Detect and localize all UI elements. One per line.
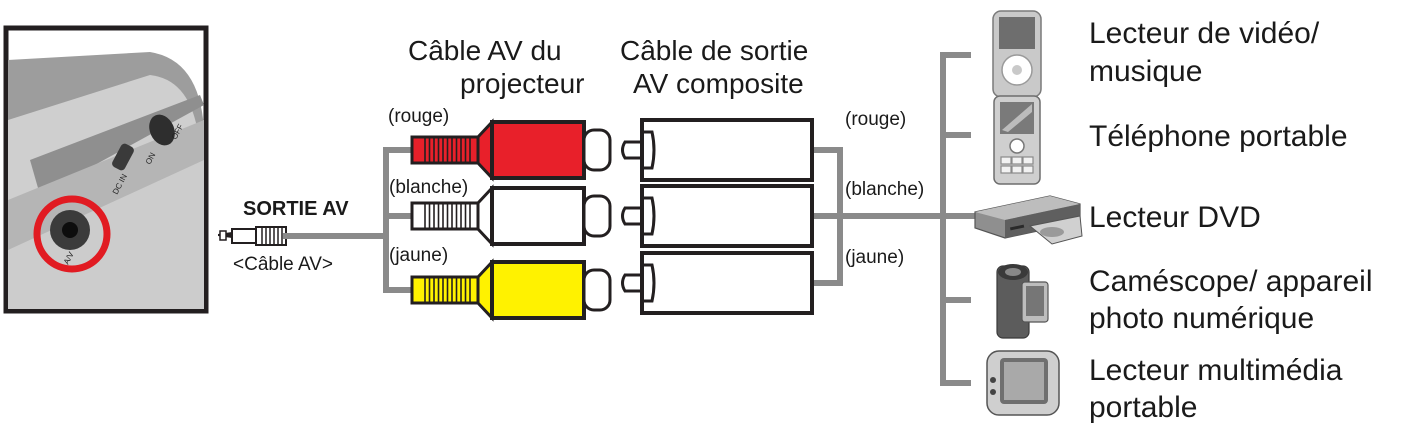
composite-cable-plug-rouge xyxy=(621,118,814,182)
left-plug-label-jaune: (jaune) xyxy=(389,245,449,266)
media-player-icon xyxy=(992,10,1042,98)
right-plug-label-jaune: (jaune) xyxy=(845,247,905,268)
projector-cable-plug-jaune xyxy=(410,258,612,322)
device-label-media-player-line1: Lecteur de vidéo/ xyxy=(1089,17,1320,50)
device-label-dvd-player: Lecteur DVD xyxy=(1089,201,1261,234)
av-cable-label: <Câble AV> xyxy=(233,254,334,275)
right-plug-label-rouge: (rouge) xyxy=(845,109,907,130)
left-plug-label-blanche: (blanche) xyxy=(389,177,469,198)
device-label-camcorder-line2: photo numérique xyxy=(1089,302,1315,335)
device-label-camcorder-line1: Caméscope/ appareil xyxy=(1089,265,1373,298)
composite-cable-title-line1: Câble de sortie xyxy=(620,35,809,66)
device-label-media-player-line2: musique xyxy=(1089,55,1203,88)
projector-cable-title-line2: projecteur xyxy=(460,68,585,99)
camcorder-icon xyxy=(996,264,1049,339)
projector-cable-plug-blanche xyxy=(410,184,612,248)
composite-cable-title-line2: AV composite xyxy=(633,68,804,99)
dvd-player-icon xyxy=(974,195,1083,245)
composite-cable-plug-blanche xyxy=(621,184,814,248)
av-port-highlight-circle xyxy=(33,195,111,273)
sortie-av-label: SORTIE AV xyxy=(243,198,349,220)
projector-cable-plug-rouge xyxy=(410,118,612,182)
projector-panel: DC IN ON OFF A/V xyxy=(3,25,209,314)
projector-cable-title-line1: Câble AV du xyxy=(408,35,562,66)
device-label-multimedia-player-line2: portable xyxy=(1089,391,1198,424)
mobile-phone-icon xyxy=(993,95,1041,185)
composite-cable-plug-jaune xyxy=(621,251,814,315)
device-label-multimedia-player-line1: Lecteur multimédia xyxy=(1089,354,1343,387)
power-switch xyxy=(149,114,175,146)
portable-multimedia-player-icon xyxy=(986,350,1060,416)
dc-in-port xyxy=(112,143,134,171)
device-label-mobile-phone: Téléphone portable xyxy=(1089,120,1348,153)
right-plug-label-blanche: (blanche) xyxy=(845,179,925,200)
cable-lines xyxy=(283,52,981,386)
av-jack xyxy=(218,226,287,246)
left-plug-label-rouge: (rouge) xyxy=(388,106,450,127)
